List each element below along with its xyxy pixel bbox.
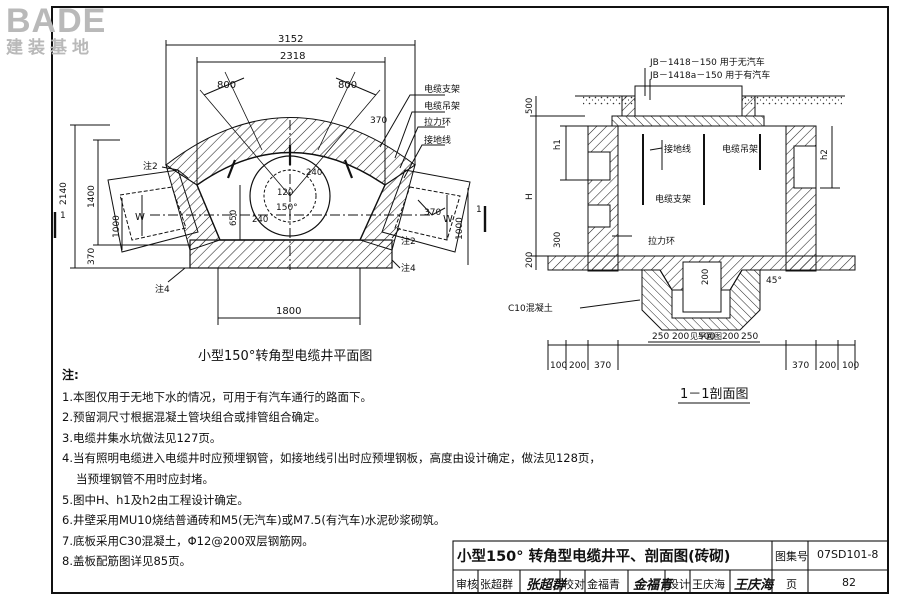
brand-name: BADE xyxy=(6,2,107,40)
dim-1800: 1800 xyxy=(276,306,301,317)
dim-l-200: 200 xyxy=(569,361,586,371)
dim-1000-right: 1000 xyxy=(455,217,465,240)
title-block-grid xyxy=(452,540,889,594)
brand-logo: BADE 建装基地 xyxy=(6,4,136,58)
dim-h2: h2 xyxy=(820,149,830,160)
note-item-8: 8.盖板配筋图详见85页。 xyxy=(62,554,192,569)
label-ring: 拉力环 xyxy=(424,116,451,128)
dim-240-a: 240 xyxy=(252,215,268,225)
dim-370-top-right: 370 xyxy=(370,116,387,126)
dim-500: 500 xyxy=(525,98,535,114)
designer-signature: 王庆海 xyxy=(734,578,774,593)
dim-650: 650 xyxy=(229,210,239,226)
title-block: 小型150° 转角型电缆井平、剖面图(砖砌) 图集号 07SD101-8 审核 … xyxy=(453,543,886,593)
dim-b-500: 500 xyxy=(698,332,715,342)
dim-370-bottom: 370 xyxy=(87,248,97,265)
plan-view xyxy=(53,40,487,325)
note-item-3: 3.电缆井集水坑做法见127页。 xyxy=(62,430,222,445)
dim-1400: 1400 xyxy=(87,185,97,208)
dim-200-vertical: 200 xyxy=(525,252,535,268)
dim-200-pit: 200 xyxy=(701,269,711,285)
w-left: W xyxy=(135,212,145,223)
dim-120: 120 xyxy=(277,188,293,198)
dim-h1: h1 xyxy=(553,139,563,150)
section-label-bracket: 电缆支架 xyxy=(655,193,691,205)
section-pit-ref: 见平面图 xyxy=(690,332,722,341)
section-view xyxy=(530,68,856,370)
notes-section: 注: 1.本图仅用于无地下水的情况，可用于有汽车通行的路面下。 2.预留洞尺寸根… xyxy=(62,365,602,572)
section-mark-left: 1 xyxy=(60,211,66,221)
dim-l-100: 100 xyxy=(550,361,567,371)
notes-heading: 注: xyxy=(62,368,79,382)
label-bracket: 电缆支架 xyxy=(424,83,460,95)
dim-b-200b: 200 xyxy=(722,332,739,342)
section-caption: 1－1剖面图 xyxy=(680,387,749,402)
review-label: 审核 xyxy=(456,578,478,591)
brand-subtitle: 建装基地 xyxy=(6,38,94,58)
reviewer-name: 张超群 xyxy=(480,578,513,591)
section-label-ring: 拉力环 xyxy=(648,235,675,247)
atlas-label: 图集号 xyxy=(775,550,808,563)
dim-b-250b: 250 xyxy=(741,332,758,342)
dim-800-left: 800 xyxy=(217,80,236,91)
designer-name: 王庆海 xyxy=(692,578,725,591)
section-label-hanger: 电缆吊架 xyxy=(722,143,758,155)
note4-left: 注4 xyxy=(155,283,170,295)
dim-r-100: 100 xyxy=(842,361,859,371)
dim-H: H xyxy=(525,193,535,200)
angle-150: 150° xyxy=(276,203,298,213)
note-item-2: 2.预留洞尺寸根据混凝土管块组合或排管组合确定。 xyxy=(62,410,326,425)
dim-r-370: 370 xyxy=(792,361,809,371)
dim-2318: 2318 xyxy=(280,51,305,62)
plan-caption: 小型150°转角型电缆井平面图 xyxy=(198,348,372,364)
note4-right: 注4 xyxy=(401,262,416,274)
reviewer-signature: 张超群 xyxy=(526,578,566,593)
design-label: 设计 xyxy=(668,578,690,591)
note-item-4: 4.当有照明电缆进入电缆井时应预埋钢管，如接地线引出时应预埋钢板，高度由设计确定… xyxy=(62,451,601,466)
dim-800-right: 800 xyxy=(338,80,357,91)
check-label: 校对 xyxy=(563,578,585,591)
note-item-6: 6.井壁采用MU10烧结普通砖和M5(无汽车)或M7.5(有汽车)水泥砂浆砌筑。 xyxy=(62,513,446,528)
dim-370-right: 370 xyxy=(424,208,441,218)
cover-plate-2: JB－1418a－150 用于有汽车 xyxy=(649,69,770,81)
drawing-title: 小型150° 转角型电缆井平、剖面图(砖砌) xyxy=(457,549,731,565)
checker-name: 金福青 xyxy=(587,578,620,591)
note-item-1: 1.本图仅用于无地下水的情况，可用于有汽车通行的路面下。 xyxy=(62,389,372,404)
dim-2140: 2140 xyxy=(59,182,69,205)
dim-300: 300 xyxy=(553,232,563,248)
dim-b-250a: 250 xyxy=(652,332,669,342)
note-item-5: 5.图中H、h1及h2由工程设计确定。 xyxy=(62,492,249,507)
w-right: W xyxy=(443,214,453,225)
checker-signature: 金福青 xyxy=(633,578,673,593)
note-item-7: 7.底板采用C30混凝土，Φ12@200双层钢筋网。 xyxy=(62,533,314,548)
dim-240-b: 240 xyxy=(306,168,322,178)
section-mark-right: 1 xyxy=(476,205,482,215)
dim-r-200: 200 xyxy=(819,361,836,371)
label-ground: 接地线 xyxy=(424,134,451,146)
label-hanger: 电缆吊架 xyxy=(424,100,460,112)
section-label-concrete: C10混凝土 xyxy=(508,302,553,314)
note-item-4-cont: 当预埋钢管不用时应封堵。 xyxy=(76,471,214,486)
cover-plate-1: JB－1418－150 用于无汽车 xyxy=(649,56,765,68)
page-number: 82 xyxy=(842,576,856,589)
page-label: 页 xyxy=(786,578,797,591)
dim-b-200a: 200 xyxy=(672,332,689,342)
section-label-ground: 接地线 xyxy=(664,143,691,155)
note2-left: 注2 xyxy=(143,160,158,172)
dim-1000-left: 1000 xyxy=(112,215,122,238)
section-angle-45: 45° xyxy=(766,276,782,286)
dim-3152: 3152 xyxy=(278,34,303,45)
note2-right: 注2 xyxy=(401,235,416,247)
atlas-number: 07SD101-8 xyxy=(817,548,879,561)
dim-l-370: 370 xyxy=(594,361,611,371)
